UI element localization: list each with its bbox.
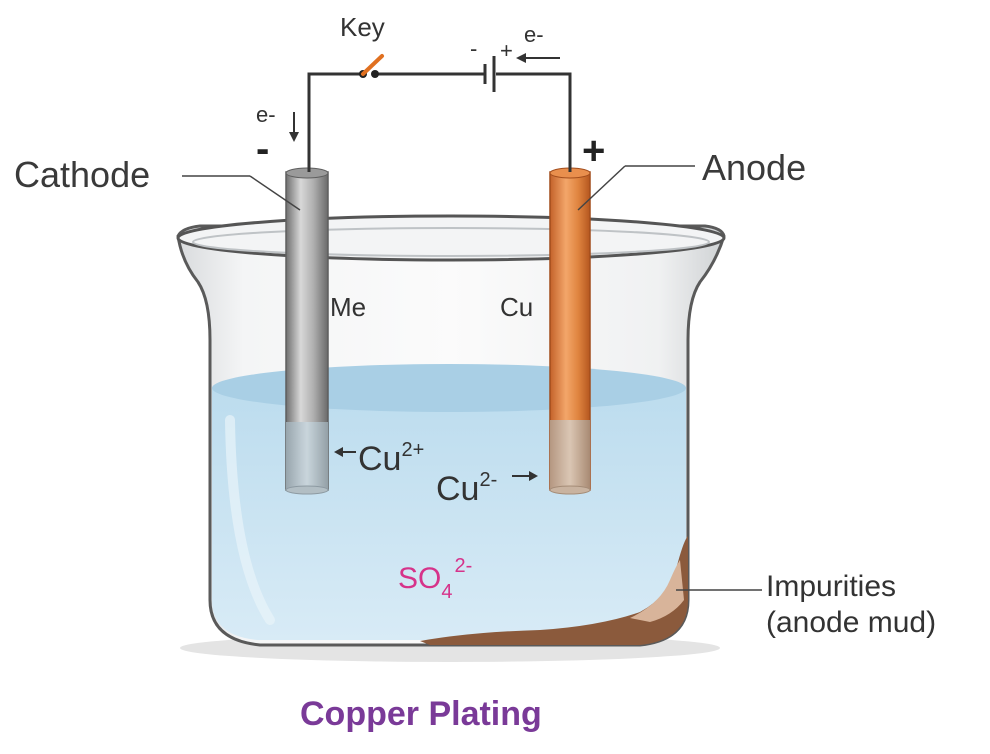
key-label: Key: [340, 12, 385, 42]
battery-minus-label: -: [470, 36, 477, 61]
electrolyte-surface: [212, 364, 686, 412]
cathode-sign: -: [256, 127, 269, 171]
cathode-label: Cathode: [14, 154, 150, 195]
cathode-leader-diag: [249, 175, 301, 211]
sulfate-subscript: 4: [441, 581, 452, 603]
ion-left-label: Cu2+: [358, 439, 424, 478]
solution-highlight: [225, 415, 275, 625]
wire-left: [307, 72, 362, 172]
key-lever: [361, 54, 384, 76]
cathode-bottom: [285, 485, 329, 495]
cathode-submerged: [286, 422, 328, 490]
anode-metal-label: Cu: [500, 292, 533, 322]
key-contact-right: [371, 70, 379, 78]
anode-mud-light: [630, 560, 684, 622]
anode-label: Anode: [702, 147, 806, 188]
ion-right-base: Cu: [436, 470, 479, 508]
battery-plus-label: +: [500, 38, 513, 63]
cathode-metal-label: Me: [330, 292, 366, 322]
ion-arrow-left-head: [334, 447, 343, 457]
sulfate-charge: 2-: [454, 555, 472, 577]
sulfate-label: SO42-: [398, 555, 472, 603]
impurities-label: Impurities: [766, 570, 896, 603]
electron-arrow-left-head: [289, 132, 299, 142]
sulfate-base: SO: [398, 562, 441, 595]
anode-mud: [420, 536, 688, 645]
ion-right-label: Cu2-: [436, 469, 497, 508]
ion-left-charge: 2+: [401, 439, 424, 461]
anode-sign: +: [582, 129, 605, 173]
ion-left-base: Cu: [358, 440, 401, 478]
ion-right-charge: 2-: [479, 469, 497, 491]
beaker-rim: [176, 214, 726, 262]
anode-mud-label: (anode mud): [766, 606, 936, 639]
wire-right: [496, 72, 572, 172]
beaker-rim-inner: [192, 227, 710, 257]
anode-leader-diag: [577, 165, 626, 211]
ion-arrow-right-head: [529, 471, 538, 481]
electron-left-label: e-: [256, 102, 276, 127]
electron-top-label: e-: [524, 22, 544, 47]
diagram-title: Copper Plating: [300, 695, 542, 733]
cathode-rod-top: [285, 167, 329, 179]
anode-bottom: [549, 485, 591, 495]
anode-submerged: [550, 420, 590, 490]
electron-arrow-top-head: [516, 53, 526, 63]
